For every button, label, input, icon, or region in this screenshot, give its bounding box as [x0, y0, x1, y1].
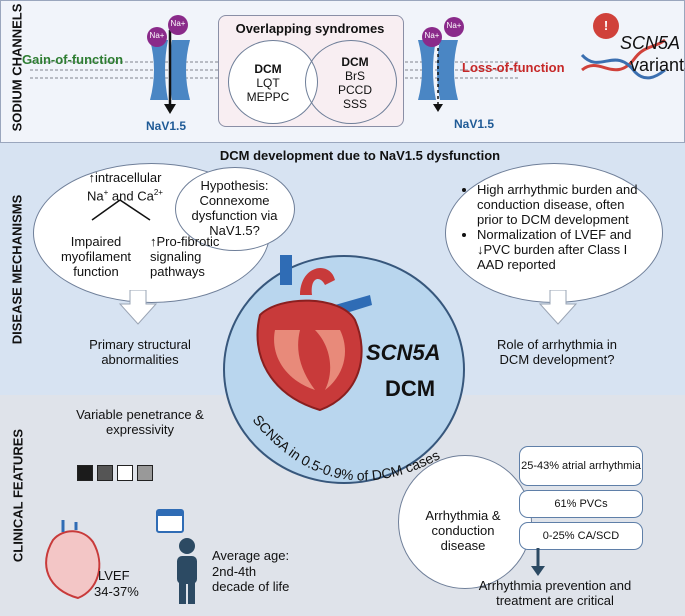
arrhythmia-title: Arrhythmia & conduction disease — [425, 508, 501, 553]
age-label: Average age: — [212, 548, 290, 563]
center-gene: SCN5A — [366, 340, 441, 365]
alert-mark: ! — [603, 18, 609, 33]
center-disease: DCM — [385, 376, 436, 401]
ion-label: Na+ — [149, 31, 165, 40]
hypothesis-ellipse — [175, 167, 295, 251]
ion-label: Na+ — [424, 31, 440, 40]
channel-right-label: NaV1.5 — [454, 117, 495, 131]
bullet-item: Normalization of LVEF and ↓PVC burden af… — [477, 227, 648, 272]
expressivity-swatches — [77, 465, 153, 481]
scn5a-title: SCN5A — [620, 33, 681, 53]
role-arrhythmia-text: Role of arrhythmia in DCM development? — [497, 337, 617, 367]
stat-box: 61% PVCs — [519, 490, 643, 518]
swatch — [117, 465, 133, 481]
age-value: 2nd-4th decade of life — [212, 564, 290, 594]
variable-penetrance-text: Variable penetrance & expressivity — [76, 407, 204, 437]
swatch — [77, 465, 93, 481]
heart-icon — [256, 255, 372, 412]
ion-label: Na+ — [446, 21, 462, 30]
channel-left-icon — [150, 30, 190, 114]
down-arrows — [118, 290, 578, 325]
lvef-value: 34-37% — [94, 584, 139, 599]
mechanisms-title: DCM development due to NaV1.5 dysfunctio… — [219, 148, 501, 163]
overlap-left-circle — [228, 40, 318, 124]
gain-of-function-label: Gain-of-function — [22, 52, 124, 67]
svg-text:SCN5A in 0.5-0.9% of DCM cases: SCN5A in 0.5-0.9% of DCM cases — [250, 412, 442, 484]
ion-label: Na+ — [170, 19, 186, 28]
impaired-myofilament-text: Impaired myofilament function — [60, 234, 132, 279]
swatch — [137, 465, 153, 481]
overlap-title: Overlapping syndromes — [235, 21, 385, 36]
hypothesis-text: Hypothesis: Connexome dysfunction via Na… — [191, 178, 278, 238]
overlap-right-circle — [305, 40, 397, 124]
ion-icon — [444, 17, 464, 37]
primary-structural-text: Primary structural abnormalities — [89, 337, 191, 367]
membrane-left — [30, 61, 218, 79]
lvef-label: LVEF — [98, 568, 130, 583]
dna-helix-icon — [580, 38, 666, 80]
down-arrow-icon — [531, 548, 545, 576]
branch-arrows — [91, 199, 151, 221]
heart-outline-icon — [45, 520, 101, 600]
intracellular-text: ↑intracellular Na+ and Ca2+ — [87, 170, 163, 204]
overlap-right-text: DCM BrS PCCD SSS — [337, 55, 372, 111]
ion-icon — [147, 27, 167, 47]
ion-icon — [422, 27, 442, 47]
bullet-item: High arrhythmic burden and conduction di… — [477, 182, 648, 227]
alert-icon — [593, 13, 619, 39]
overlap-left-text: DCM LQT MEPPC — [246, 62, 290, 104]
mechanism-bullets: High arrhythmic burden and conduction di… — [462, 182, 648, 272]
prevention-text: Arrhythmia prevention and treatment are … — [478, 578, 632, 608]
mechanism-ellipse-right — [445, 163, 663, 303]
profibrotic-text: ↑Pro-fibrotic signaling pathways — [150, 234, 220, 279]
sodium-channel-graphics — [30, 13, 666, 114]
person-calendar-icon — [156, 509, 197, 604]
swatch — [97, 465, 113, 481]
ion-icon — [168, 15, 188, 35]
membrane-right — [400, 61, 520, 79]
stat-box: 25-43% atrial arrhythmia — [519, 446, 643, 486]
variants-label: variants — [630, 55, 685, 75]
channel-left-label: NaV1.5 — [146, 119, 187, 133]
stat-box: 0-25% CA/SCD — [519, 522, 643, 550]
arrhythmia-circle — [398, 455, 532, 589]
loss-of-function-label: Loss-of-function — [462, 60, 565, 75]
